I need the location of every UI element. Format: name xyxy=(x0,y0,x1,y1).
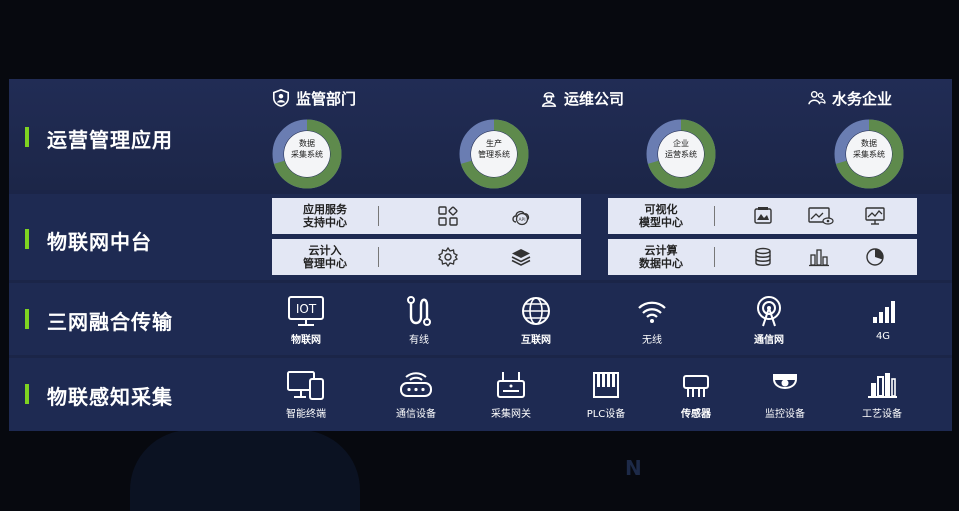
plc-icon xyxy=(593,372,619,398)
platform-card: 云计入 管理中心 xyxy=(272,239,581,275)
device-label: 监控设备 xyxy=(765,409,805,420)
device-label: 智能终端 xyxy=(286,409,326,420)
app-ring xyxy=(834,119,904,189)
terminal-devices-icon xyxy=(287,371,324,400)
app-label: 企业 运营系统 xyxy=(665,139,697,159)
gear-icon xyxy=(437,246,459,268)
iot-text: IOT xyxy=(296,302,317,316)
transport-item: 有线 xyxy=(379,295,459,346)
shield-user-icon xyxy=(272,89,290,107)
card-divider xyxy=(378,206,379,226)
device-item: PLC设备 xyxy=(566,369,646,420)
audience-regulator: 监管部门 xyxy=(272,86,356,110)
app-label: 生产 管理系统 xyxy=(478,139,510,159)
platform-card: 应用服务 支持中心 API xyxy=(272,198,581,234)
app-ring xyxy=(272,119,342,189)
device-item: 智能终端 xyxy=(266,369,346,420)
transport-label: 物联网 xyxy=(291,335,321,346)
audience-label: 运维公司 xyxy=(564,89,625,108)
device-label: 工艺设备 xyxy=(862,409,902,420)
globe-icon xyxy=(522,297,550,325)
audience-label: 监管部门 xyxy=(296,89,357,108)
card-divider xyxy=(714,206,715,226)
accent-bar xyxy=(25,127,29,147)
audience-label: 水务企业 xyxy=(832,89,893,108)
layers-icon xyxy=(510,246,532,268)
screen-chart-icon xyxy=(864,205,886,227)
platform-card: 云计算 数据中心 xyxy=(608,239,917,275)
card-label: 云计入 管理中心 xyxy=(303,244,347,270)
monitor-eye-icon xyxy=(808,205,834,227)
card-label: 应用服务 支持中心 xyxy=(303,203,347,229)
layer-title: 三网融合传输 xyxy=(47,310,173,334)
app-ring xyxy=(459,119,529,189)
device-label: 通信设备 xyxy=(396,409,436,420)
device-item: 工艺设备 xyxy=(842,369,922,420)
layer-title: 运营管理应用 xyxy=(47,128,173,152)
app-label: 数据 采集系统 xyxy=(853,139,885,159)
group-icon xyxy=(808,90,826,105)
layer-title: 物联网中台 xyxy=(47,230,152,254)
iot-screen-icon: IOT xyxy=(288,296,324,326)
transport-label: 有线 xyxy=(409,335,429,346)
card-label: 云计算 数据中心 xyxy=(639,244,683,270)
pie-chart-icon xyxy=(864,246,886,268)
transport-label: 无线 xyxy=(642,335,662,346)
device-item: 监控设备 xyxy=(745,369,825,420)
api-cloud-icon: API xyxy=(510,205,532,227)
layer-transport-row: 三网融合传输 xyxy=(9,283,952,355)
background-shape xyxy=(130,430,360,511)
apps-grid-icon xyxy=(437,205,459,227)
image-chart-icon xyxy=(752,205,774,227)
layer-title: 物联感知采集 xyxy=(47,385,173,409)
audience-water-enterprise: 水务企业 xyxy=(808,86,892,110)
gateway-icon xyxy=(497,372,525,398)
transport-label: 4G xyxy=(875,331,891,342)
camera-icon xyxy=(772,374,798,389)
transport-item: 4G xyxy=(843,295,923,342)
device-label: 传感器 xyxy=(681,409,711,420)
accent-bar xyxy=(25,384,29,404)
app-ring xyxy=(646,119,716,189)
sensor-icon xyxy=(683,375,709,397)
transport-label: 通信网 xyxy=(754,335,784,346)
background-mark: N xyxy=(625,456,642,480)
accent-bar xyxy=(25,229,29,249)
card-label: 可视化 模型中心 xyxy=(639,203,683,229)
transport-item: IOT 物联网 xyxy=(266,295,346,346)
wired-icon xyxy=(407,296,431,326)
audience-maintenance: 运维公司 xyxy=(540,86,624,110)
card-divider xyxy=(378,247,379,267)
layer-sensing-row: 物联感知采集 xyxy=(9,358,952,431)
router-icon xyxy=(400,372,432,397)
svg-text:API: API xyxy=(518,217,525,223)
device-label: PLC设备 xyxy=(586,409,626,420)
transport-item: 互联网 xyxy=(496,295,576,346)
transport-item: 通信网 xyxy=(729,295,809,346)
antenna-icon xyxy=(757,296,781,327)
signal-bars-icon xyxy=(873,301,895,323)
device-item: 传感器 xyxy=(656,369,736,420)
wifi-icon xyxy=(638,301,666,323)
transport-label: 互联网 xyxy=(521,335,551,346)
card-divider xyxy=(714,247,715,267)
database-icon xyxy=(752,246,774,268)
platform-card: 可视化 模型中心 xyxy=(608,198,917,234)
transport-item: 无线 xyxy=(612,295,692,346)
accent-bar xyxy=(25,309,29,329)
equipment-icon xyxy=(868,373,897,398)
app-label: 数据 采集系统 xyxy=(291,139,323,159)
device-label: 采集网关 xyxy=(491,409,531,420)
device-item: 通信设备 xyxy=(376,369,456,420)
worker-icon xyxy=(541,92,557,107)
device-item: 采集网关 xyxy=(471,369,551,420)
bar-chart-icon xyxy=(808,246,830,268)
